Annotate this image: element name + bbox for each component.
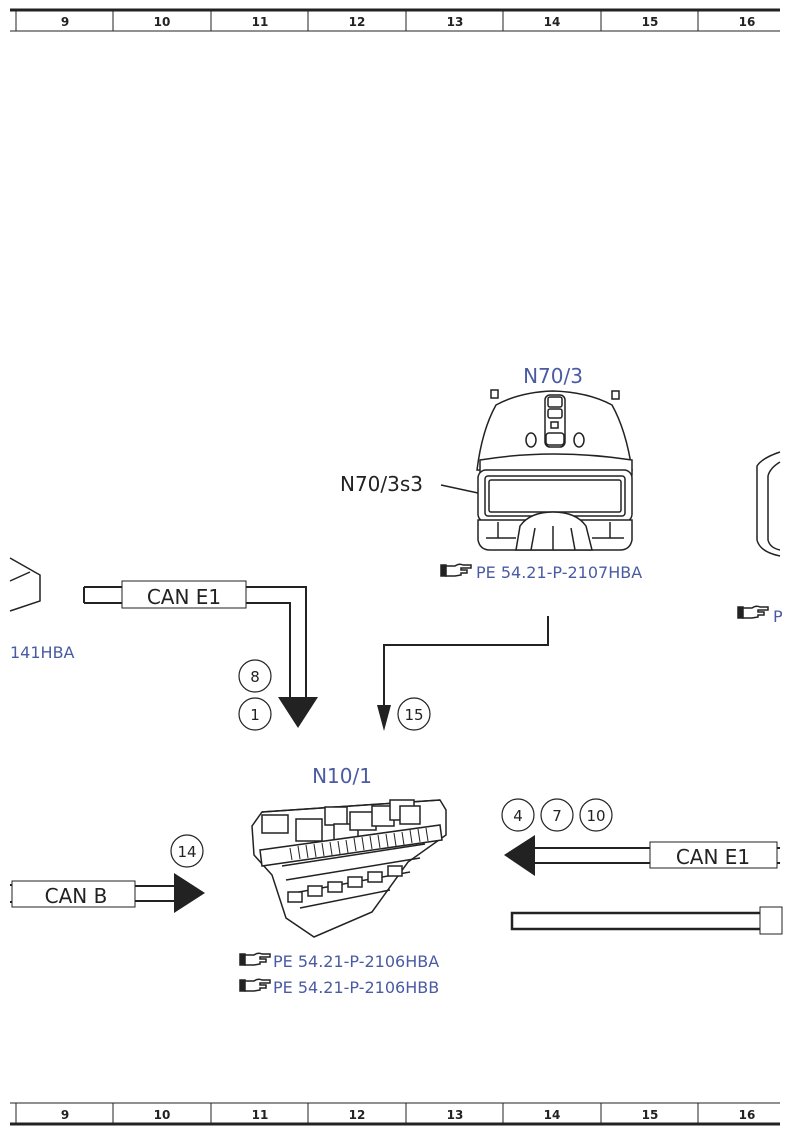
can-e1-left-label: CAN E1 [147, 585, 221, 609]
ruler-col-9: 9 [61, 15, 69, 29]
left-partial-component [9, 557, 41, 612]
left-partial-reference-link[interactable]: 141HBA [10, 643, 75, 662]
can-e1-right-bus-line [534, 847, 780, 864]
ruler-col-12: 12 [349, 1108, 366, 1122]
ruler-col-10: 10 [154, 15, 171, 29]
marker-circle-14 [170, 834, 204, 868]
ruler-col-14: 14 [544, 1108, 561, 1122]
n70-3-to-n10-1-line [383, 616, 549, 708]
ruler-col-9: 9 [61, 1108, 69, 1122]
n70-3s3-leader-line [440, 484, 479, 494]
n70-3-overhead-panel-drawing[interactable] [476, 389, 633, 551]
can-b-box[interactable] [11, 880, 136, 908]
pointing-hand-icon [239, 952, 271, 966]
lower-right-connector-box [759, 906, 783, 935]
ruler-col-13: 13 [447, 15, 464, 29]
marker-circle-10 [579, 798, 613, 832]
marker-circle-8 [238, 659, 272, 693]
n10-1-module-drawing[interactable] [251, 799, 447, 938]
n70-3-reference-link[interactable]: PE 54.21-P-2107HBA [476, 563, 642, 582]
lower-right-bus-line [510, 911, 760, 931]
ruler-col-11: 11 [252, 15, 269, 29]
can-e1-right-arrowhead [504, 835, 535, 876]
can-b-label: CAN B [45, 884, 108, 908]
marker-7: 7 [552, 807, 562, 825]
ruler-col-10: 10 [154, 1108, 171, 1122]
ruler-col-15: 15 [642, 15, 659, 29]
can-b-arrowhead [174, 873, 205, 913]
marker-circle-4 [501, 798, 535, 832]
can-e1-right-label: CAN E1 [676, 845, 750, 869]
pointing-hand-icon [737, 605, 769, 619]
marker-4: 4 [513, 807, 523, 825]
ruler-col-16: 16 [739, 1108, 756, 1122]
can-e1-left-arrowhead [278, 697, 318, 728]
can-e1-right-box[interactable] [649, 841, 778, 869]
ruler-col-14: 14 [544, 15, 561, 29]
pointing-hand-icon [239, 978, 271, 992]
marker-10: 10 [586, 807, 605, 825]
n10-1-reference-link-1[interactable]: PE 54.21-P-2106HBA [273, 952, 439, 971]
ruler-col-15: 15 [642, 1108, 659, 1122]
right-partial-reference-link[interactable]: P [773, 607, 783, 626]
marker-circle-15 [397, 697, 431, 731]
marker-8: 8 [250, 668, 260, 686]
n10-1-label[interactable]: N10/1 [312, 764, 372, 788]
n70-3s3-label[interactable]: N70/3s3 [340, 472, 423, 496]
right-partial-component [756, 451, 781, 557]
n10-1-fin-hatching [289, 827, 429, 861]
can-e1-left-bus-line [83, 586, 307, 698]
bottom-ruler: 9 10 11 12 13 14 15 16 [10, 1102, 780, 1126]
signal-15-arrowhead [377, 705, 391, 731]
n10-1-reference-link-2[interactable]: PE 54.21-P-2106HBB [273, 978, 439, 997]
ruler-col-11: 11 [252, 1108, 269, 1122]
pointing-hand-icon [440, 563, 472, 577]
marker-circle-1 [238, 697, 272, 731]
can-e1-left-box[interactable] [121, 580, 247, 609]
n70-3-label[interactable]: N70/3 [523, 364, 583, 388]
ruler-col-13: 13 [447, 1108, 464, 1122]
marker-15: 15 [404, 706, 423, 724]
marker-1: 1 [250, 706, 260, 724]
ruler-col-16: 16 [739, 15, 756, 29]
top-ruler: 9 10 11 12 13 14 15 16 [10, 8, 780, 32]
ruler-col-12: 12 [349, 15, 366, 29]
marker-14: 14 [177, 843, 196, 861]
marker-circle-7 [540, 798, 574, 832]
